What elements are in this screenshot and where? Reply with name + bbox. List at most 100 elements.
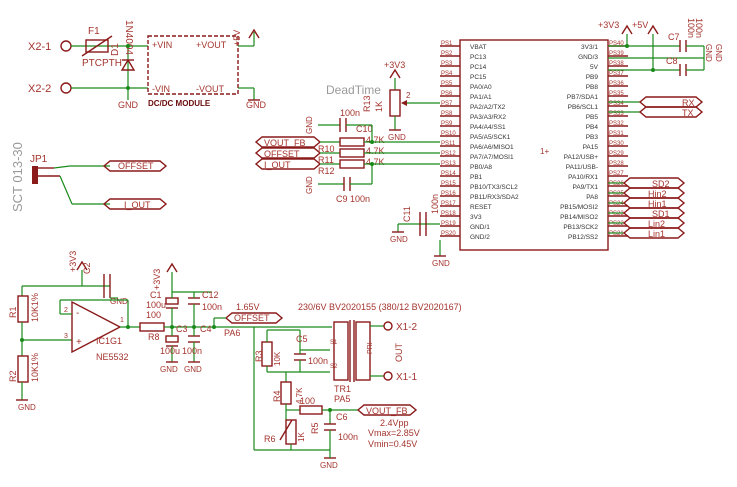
mcu-left-pin-num: PS18 xyxy=(441,211,456,217)
flag-offset xyxy=(254,147,322,159)
mcu-right-pin-num: PS30 xyxy=(609,141,624,147)
mcu-right-pin-name: PB4 xyxy=(586,124,599,131)
opamp-part: NE5532 xyxy=(96,352,129,362)
c3-value: 100u xyxy=(160,346,180,356)
mcu-left-pin-name: GND/1 xyxy=(470,224,490,231)
r11-resistor xyxy=(339,148,365,158)
r1-ref: R1 xyxy=(8,306,18,318)
x1-2-label: X1-2 xyxy=(396,322,418,333)
c11-value: 100n xyxy=(430,194,440,214)
mcu-right-pin-name: PB7/SDA1 xyxy=(567,94,598,101)
mcu-right-pin-name: PB8 xyxy=(586,84,599,91)
plus5v-arrow xyxy=(248,28,260,39)
mcu-right-pin-name: PB3 xyxy=(586,134,599,141)
mcu-right-pin-num: PS39 xyxy=(609,51,624,57)
c3-ref: C3 xyxy=(176,324,188,334)
mcu-right-pin-num: PS25 xyxy=(609,191,624,197)
opamp-pin2: 2 xyxy=(64,307,68,314)
mcu-left-pin-name: PA4/A4/SS1 xyxy=(470,124,506,131)
dead-gnd: GND xyxy=(388,133,406,142)
mcu-left-pin-num: PS12 xyxy=(441,151,456,157)
plus5v-label: +5V xyxy=(232,30,242,46)
jp-offset-text: OFFSET xyxy=(118,161,154,171)
r5-value: 100 xyxy=(300,396,315,406)
opamp-section: +3V3 C2 GND R1 10K1% R2 10K1% GND - + 3 … xyxy=(8,251,176,412)
jp1-jack xyxy=(32,166,38,184)
tr1-core xyxy=(333,321,349,381)
r-100 xyxy=(139,322,165,332)
mcu-right-pin-num: PS31 xyxy=(609,131,624,137)
filt-gnd-a: GND xyxy=(160,365,178,374)
r3-value: 10K xyxy=(273,351,282,366)
opamp-neg: - xyxy=(76,308,79,319)
mcu-right-pin-name: 3V3/1 xyxy=(581,44,598,51)
mcu-left-pin-num: PS7 xyxy=(441,101,453,107)
filt-rail: +3V3 xyxy=(152,269,162,290)
c2-ref: C2 xyxy=(82,262,92,274)
sct-label: SCT 013-30 xyxy=(10,142,25,212)
x1-2-terminal xyxy=(383,321,393,331)
mcu-left-pin-num: PS16 xyxy=(441,191,456,197)
mcu-left-pin-name: PB0/A8 xyxy=(470,164,492,171)
r10-ref: R10 xyxy=(318,144,335,154)
vpp-label: 2.4Vpp xyxy=(380,418,409,428)
mcu-left-pin-name: 3V3 xyxy=(470,214,482,221)
opamp-pos: + xyxy=(76,337,82,348)
xf-rating: 230/6V BV2020155 (380/12 BV2020167) xyxy=(298,302,462,312)
port-lin1 xyxy=(622,227,686,239)
mcu-left-pin-name: PC13 xyxy=(470,54,487,61)
ptc-label: PTCPTH xyxy=(82,58,122,69)
diode-ref: D1 xyxy=(110,43,121,56)
c9-value: 100n xyxy=(350,194,370,204)
module-gnd: GND xyxy=(246,100,267,110)
dc-section: X2-1 X2-2 F1 PTCPTH 1N4004 D1 GND +VIN -… xyxy=(28,20,267,110)
mcu-right-pin-name: PB14/MISO2 xyxy=(560,214,598,221)
x2-1-label: X2-1 xyxy=(28,41,51,53)
jp1-section: SCT 013-30 JP1 OFFSET I_OUT xyxy=(10,142,168,212)
ref-165: 1.65V xyxy=(236,302,260,312)
mcu-left-pin-num: PS17 xyxy=(441,201,456,207)
mcu-left-pin-num: PS14 xyxy=(441,171,456,177)
mcu-right-pins: PS403V3/1PS39GND/3PS385VPS37PB9PS36PB8PS… xyxy=(560,41,628,241)
r12-resistor xyxy=(339,159,365,169)
r12-ref: R12 xyxy=(318,166,335,176)
r8-ref: R8 xyxy=(148,332,160,342)
mcu-right-pin-name: PB12/SS2 xyxy=(568,234,598,241)
r5-ref: R5 xyxy=(310,422,320,434)
mcu-left-pin-num: PS6 xyxy=(441,91,453,97)
mcu-body xyxy=(459,39,609,251)
c3-cap xyxy=(165,335,179,343)
pin-marker: 1+ xyxy=(540,147,549,156)
r6-ref: R6 xyxy=(264,434,276,444)
mcu-left-pin-num: PS3 xyxy=(441,61,453,67)
mcu-right-pin-name: PA12/USB+ xyxy=(564,154,599,161)
vin-minus: -VIN xyxy=(152,84,170,94)
r4-ref: R4 xyxy=(272,390,282,402)
r1-resistor xyxy=(17,295,29,323)
mcu-left-pin-num: PS20 xyxy=(441,231,456,237)
port-tx-label: TX xyxy=(682,108,694,118)
opamp-ic1 xyxy=(71,300,122,354)
opamp-ref: IC1G1 xyxy=(96,336,122,346)
pa5-label: PA5 xyxy=(334,394,350,404)
flag-i-out-text: I_OUT xyxy=(264,160,291,170)
xf-gnd: GND xyxy=(320,461,338,470)
r1-value: 10K1% xyxy=(30,293,40,322)
port-hin2-label: Hin2 xyxy=(648,189,667,199)
x1-1-label: X1-1 xyxy=(396,372,418,383)
mcu-left-pin-name: PA0/A0 xyxy=(470,84,492,91)
port-sd2-label: SD2 xyxy=(652,179,670,189)
mcu-right-pin-num: PS24 xyxy=(609,201,624,207)
vmin-label: Vmin=0.45V xyxy=(368,439,417,449)
mcu-left-pin-num: PS10 xyxy=(441,131,456,137)
vin-plus: +VIN xyxy=(152,40,172,50)
mcu-left-pin-num: PS15 xyxy=(441,181,456,187)
c1-ref: C1 xyxy=(150,290,162,300)
mcu-left-pin-num: PS19 xyxy=(441,221,456,227)
mcu-right-pin-name: PB9 xyxy=(586,74,599,81)
mcu-right-pin-num: PS34 xyxy=(609,101,624,107)
port-sd1-label: SD1 xyxy=(652,209,670,219)
rails-section: +3V3 +5V C7 C8 100n 100n GND GND xyxy=(598,18,723,76)
deadtime-section: DeadTime +3V3 2 R13 1K GND xyxy=(326,60,440,142)
